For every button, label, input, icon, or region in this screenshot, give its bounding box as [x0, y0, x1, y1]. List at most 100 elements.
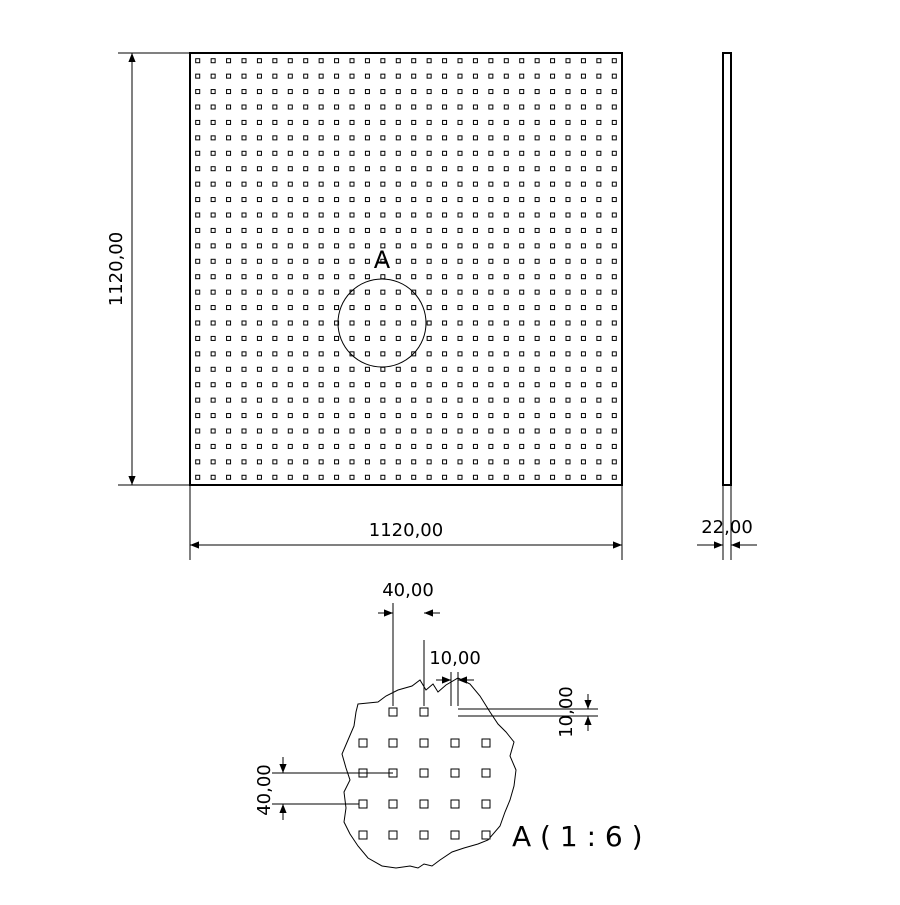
square-hole [287, 459, 293, 465]
square-hole [395, 428, 401, 434]
square-hole [442, 181, 448, 187]
square-hole [380, 459, 386, 465]
square-hole [226, 289, 232, 295]
square-hole [380, 119, 386, 125]
square-hole [241, 181, 247, 187]
square-hole [534, 397, 540, 403]
square-hole [580, 289, 586, 295]
square-hole [241, 150, 247, 156]
square-hole [534, 166, 540, 172]
square-hole [534, 474, 540, 480]
square-hole [457, 73, 463, 79]
square-hole [611, 382, 617, 388]
square-hole [550, 428, 556, 434]
square-hole [503, 382, 509, 388]
square-hole [256, 166, 262, 172]
square-hole [457, 351, 463, 357]
square-hole [226, 73, 232, 79]
square-hole [519, 166, 525, 172]
square-hole [241, 397, 247, 403]
square-hole [256, 351, 262, 357]
square-hole [334, 212, 340, 218]
square-hole [256, 135, 262, 141]
square-hole [488, 243, 494, 249]
square-hole [395, 166, 401, 172]
square-hole [534, 258, 540, 264]
square-hole [472, 443, 478, 449]
square-hole [318, 289, 324, 295]
square-hole [349, 382, 355, 388]
square-hole [318, 320, 324, 326]
square-hole [534, 227, 540, 233]
square-hole [256, 289, 262, 295]
square-hole [426, 73, 432, 79]
square-hole [411, 150, 417, 156]
square-hole [364, 119, 370, 125]
pitch-horizontal-dimension: 40,00 [378, 580, 440, 706]
square-hole [611, 227, 617, 233]
square-hole [457, 320, 463, 326]
square-hole [210, 428, 216, 434]
square-hole [241, 135, 247, 141]
square-hole [380, 274, 386, 280]
square-hole [457, 397, 463, 403]
square-hole [226, 459, 232, 465]
square-hole [472, 320, 478, 326]
thickness-dimension-label: 22,00 [701, 517, 753, 538]
square-hole [364, 135, 370, 141]
square-hole [472, 166, 478, 172]
square-hole [318, 474, 324, 480]
square-hole [364, 89, 370, 95]
square-hole [318, 104, 324, 110]
square-hole [272, 474, 278, 480]
square-hole [580, 212, 586, 218]
square-hole [195, 274, 201, 280]
square-hole [256, 197, 262, 203]
square-hole [210, 366, 216, 372]
square-hole [596, 366, 602, 372]
square-hole [195, 320, 201, 326]
square-hole [596, 397, 602, 403]
square-hole [334, 397, 340, 403]
square-hole [256, 474, 262, 480]
square-hole [534, 382, 540, 388]
square-hole [349, 135, 355, 141]
square-hole [426, 397, 432, 403]
square-hole [503, 197, 509, 203]
square-hole [303, 335, 309, 341]
square-hole [503, 227, 509, 233]
square-hole [364, 428, 370, 434]
square-hole [210, 119, 216, 125]
square-hole [488, 212, 494, 218]
square-hole [426, 150, 432, 156]
detail-square-hole [481, 768, 491, 778]
square-hole [550, 166, 556, 172]
square-hole [611, 89, 617, 95]
square-hole [550, 212, 556, 218]
square-hole [318, 351, 324, 357]
square-hole [226, 474, 232, 480]
square-hole [472, 274, 478, 280]
square-hole [195, 243, 201, 249]
square-hole [503, 104, 509, 110]
square-hole [565, 428, 571, 434]
square-hole [318, 227, 324, 233]
square-hole [565, 89, 571, 95]
square-hole [519, 459, 525, 465]
square-hole [426, 181, 432, 187]
square-hole [488, 320, 494, 326]
square-hole [519, 443, 525, 449]
square-hole [195, 212, 201, 218]
square-hole [241, 227, 247, 233]
square-hole [364, 227, 370, 233]
square-hole [210, 227, 216, 233]
square-hole [256, 181, 262, 187]
square-hole [550, 135, 556, 141]
square-hole [550, 227, 556, 233]
square-hole [272, 166, 278, 172]
square-hole [364, 181, 370, 187]
square-hole [364, 459, 370, 465]
square-hole [611, 289, 617, 295]
square-hole [411, 58, 417, 64]
square-hole [442, 459, 448, 465]
